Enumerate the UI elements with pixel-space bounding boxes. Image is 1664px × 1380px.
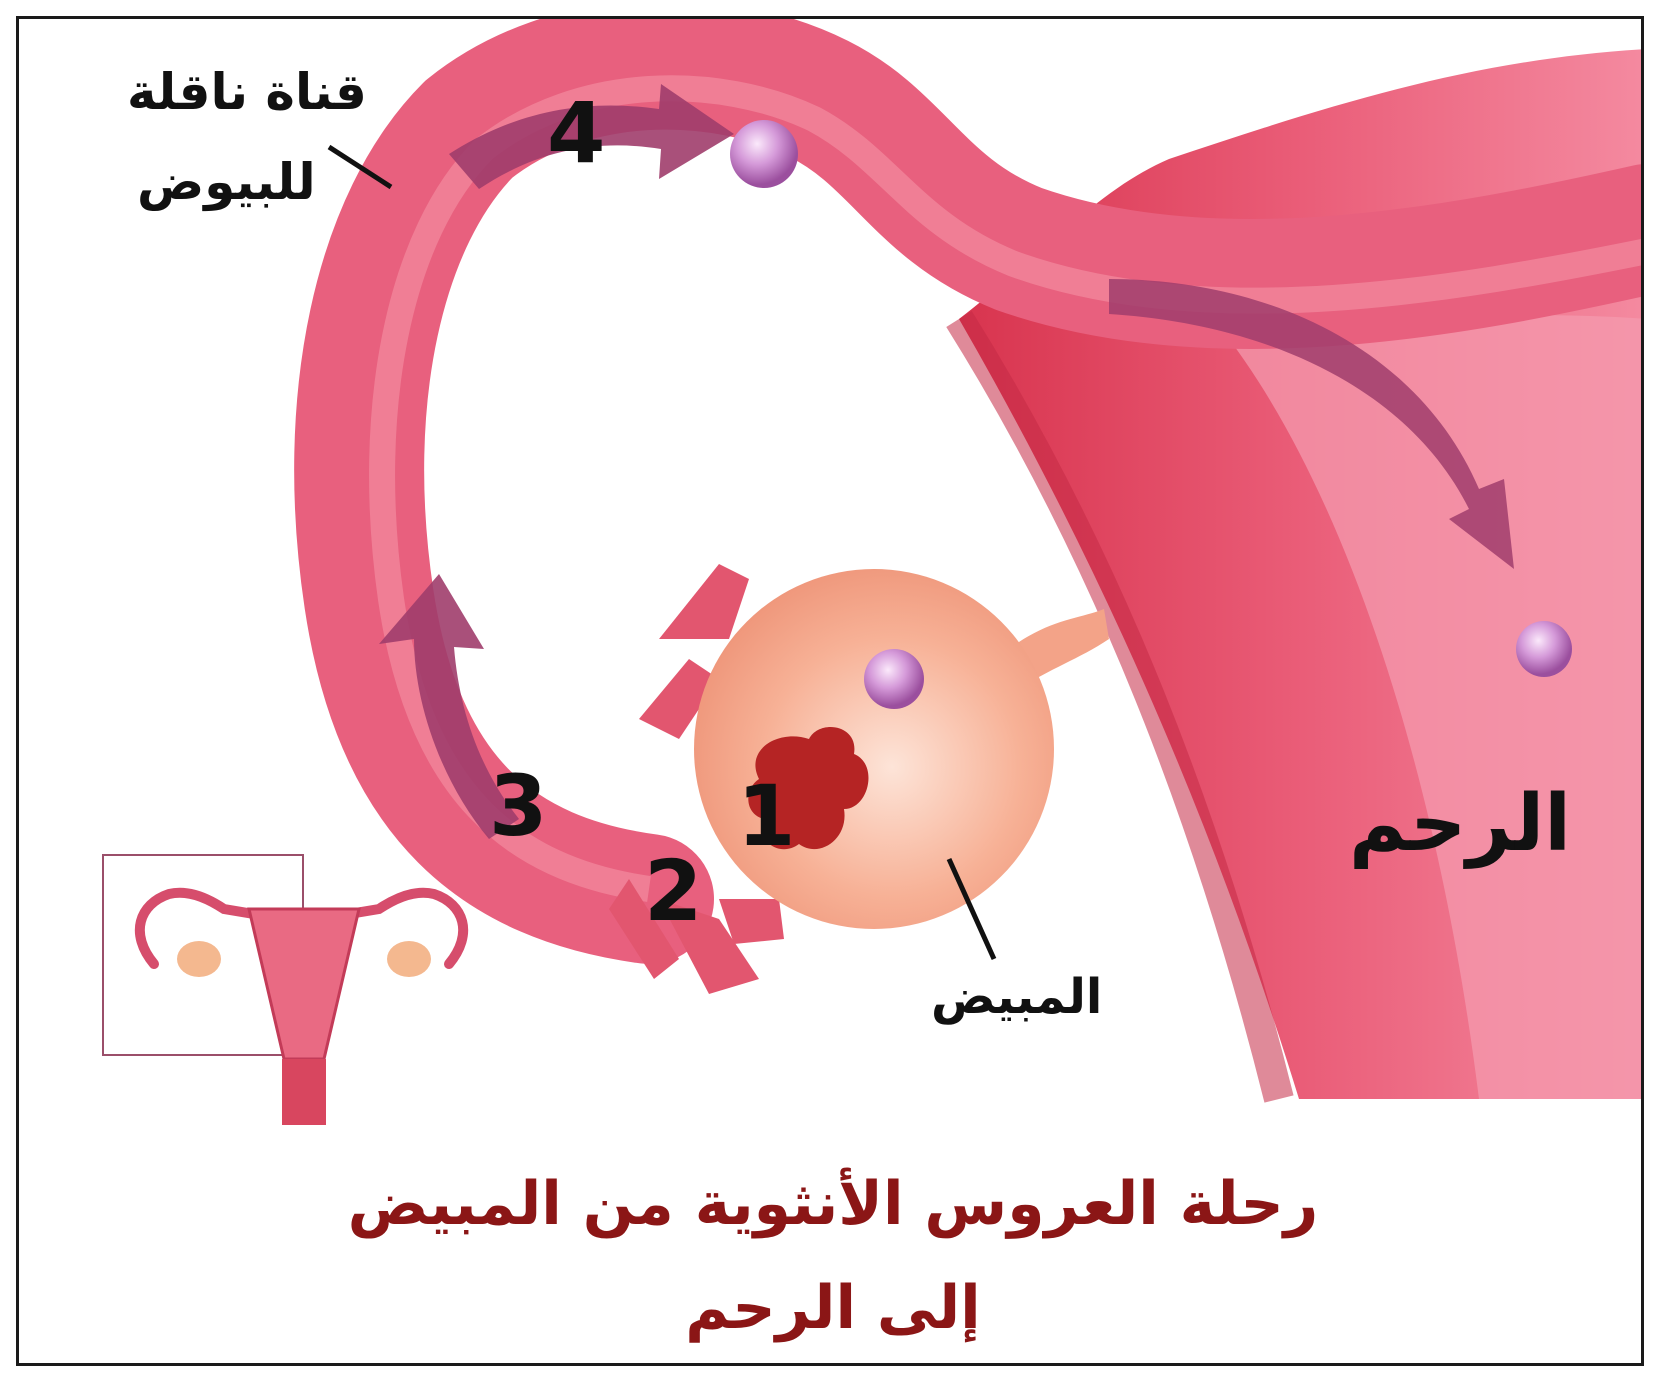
step-number-1: 1	[737, 774, 795, 858]
fallopian-tube-label-line1: قناة ناقلة	[127, 63, 367, 121]
step-number-2: 2	[644, 849, 702, 933]
uterus-label: الرحم	[1349, 779, 1571, 869]
inset-overview	[103, 855, 463, 1125]
step-number-3: 3	[489, 764, 547, 848]
caption-line2: إلى الرحم	[19, 1273, 1644, 1343]
caption-line1: رحلة العروس الأنثوية من المبيض	[19, 1169, 1644, 1239]
ovary-label: المبيض	[931, 969, 1102, 1025]
egg-in-uterus	[1516, 621, 1572, 677]
diagram-frame: قناة ناقلة للبيوض الرحم المبيض 1 2 3 4 ر…	[16, 16, 1644, 1366]
reproductive-illustration	[19, 19, 1644, 1366]
ovary-shape	[694, 569, 1054, 929]
egg-in-tube	[730, 120, 798, 188]
egg-in-ovary	[864, 649, 924, 709]
step-number-4: 4	[547, 91, 605, 175]
fallopian-tube-label-line2: للبيوض	[137, 153, 316, 211]
